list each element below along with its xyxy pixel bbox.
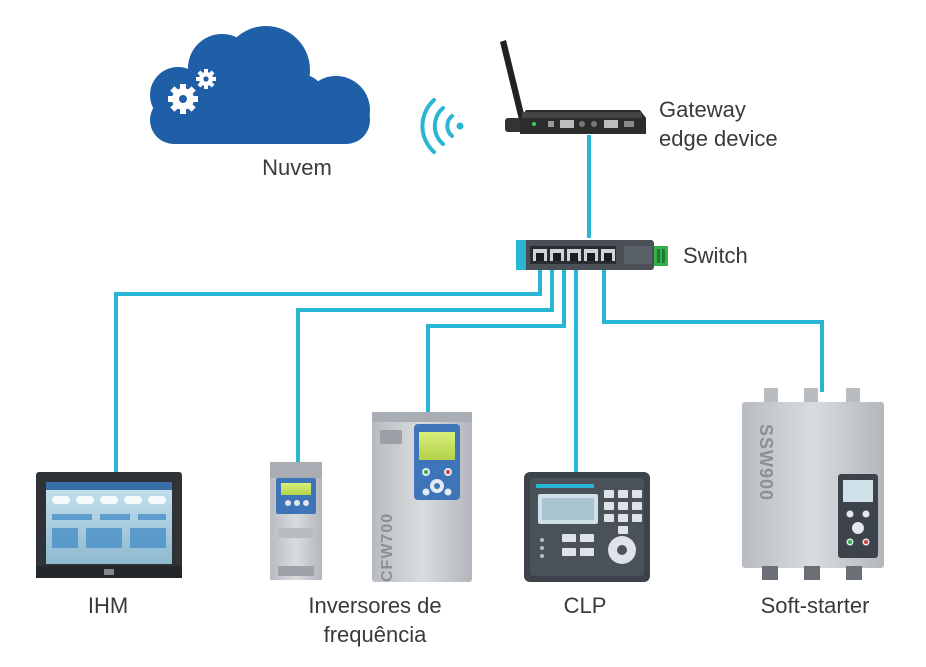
gateway-label: Gateway edge device	[659, 96, 778, 153]
inverters-label-line1: Inversores de	[308, 593, 442, 618]
link-switch-softstarter	[602, 270, 824, 392]
hmi-label: IHM	[88, 592, 128, 621]
softstarter-label-text: Soft-starter	[760, 593, 870, 618]
wifi-icon	[420, 98, 464, 154]
cloud-gears-icon	[150, 26, 370, 144]
gateway-device	[500, 40, 646, 134]
switch-label-text: Switch	[683, 243, 748, 268]
plc-label-text: CLP	[563, 593, 607, 618]
inverter-brand-text: CFW700	[379, 513, 396, 582]
inverters-label-line2: frequência	[323, 621, 427, 647]
softstarter-brand-text: SSW900	[756, 424, 776, 501]
plc-device	[524, 472, 650, 582]
link-switch-inverter-large	[426, 270, 566, 412]
link-switch-hmi	[114, 270, 542, 472]
hmi-device	[36, 472, 182, 578]
hmi-label-text: IHM	[87, 593, 129, 618]
link-switch-inverter-small	[296, 270, 554, 462]
gateway-label-line2: edge device	[659, 125, 778, 151]
softstarter-label: Soft-starter	[761, 592, 870, 621]
ethernet-switch	[516, 240, 668, 270]
large-inverter-device: CFW700	[372, 412, 472, 582]
plc-label: CLP	[564, 592, 607, 621]
connection-lines	[114, 135, 824, 472]
switch-label: Switch	[683, 242, 748, 271]
cloud-label: Nuvem	[262, 154, 332, 183]
small-inverter-device	[270, 462, 322, 580]
inverters-label: Inversores de frequência	[308, 592, 441, 649]
softstarter-device: SSW900	[742, 388, 884, 580]
gateway-label-line1: Gateway	[659, 97, 746, 122]
cloud-label-text: Nuvem	[262, 155, 332, 180]
